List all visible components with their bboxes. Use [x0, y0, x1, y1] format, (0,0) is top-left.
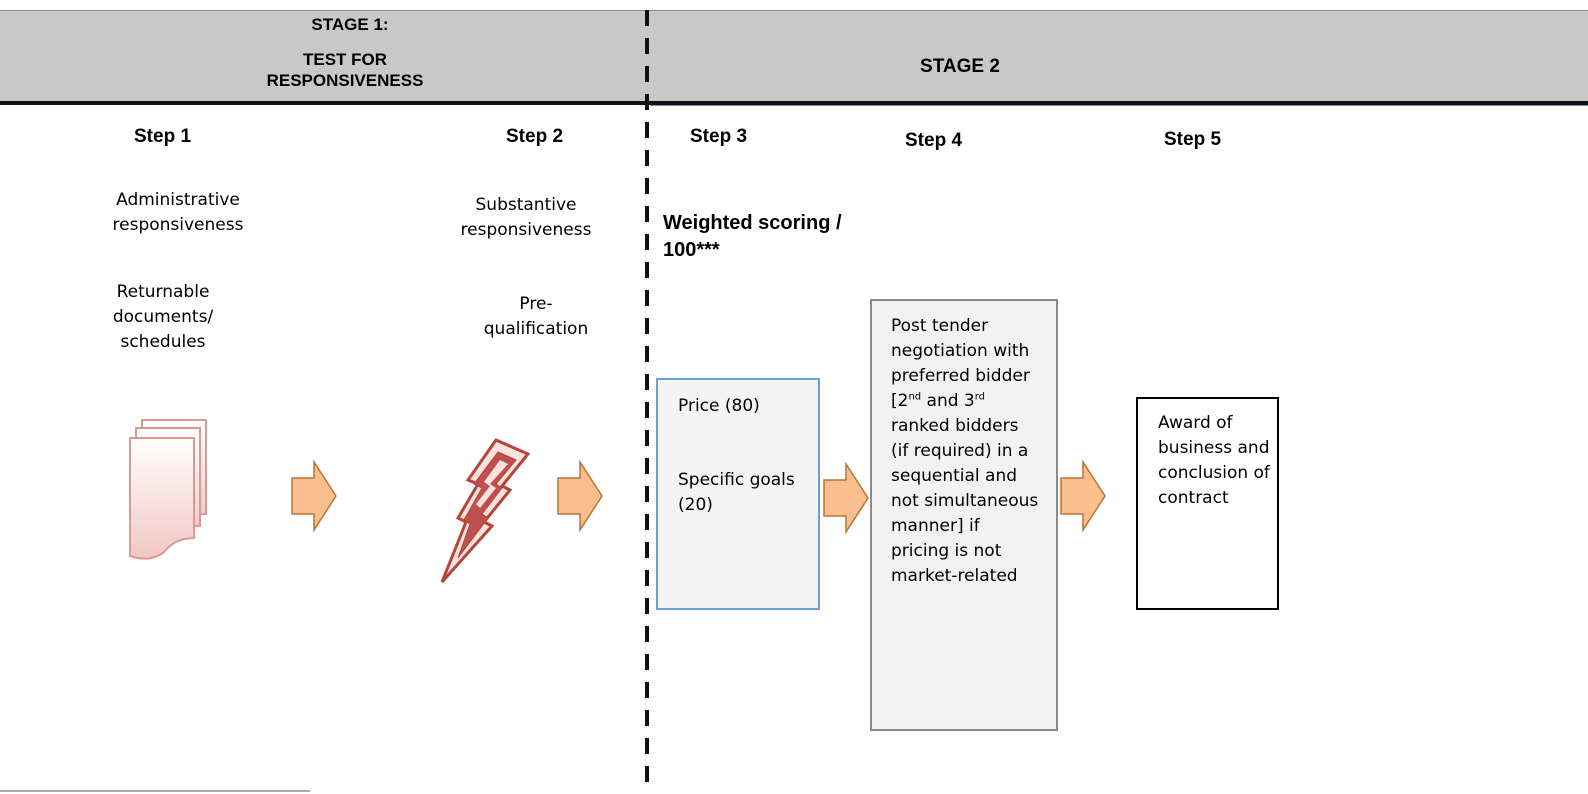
stage-divider — [645, 10, 649, 794]
step2-label: Step 2 — [506, 126, 564, 147]
step5-label: Step 5 — [1164, 129, 1222, 150]
post-tender-box — [870, 299, 1058, 731]
step1-label: Step 1 — [134, 126, 192, 147]
bottom-rule — [0, 790, 310, 792]
documents-icon — [129, 419, 207, 560]
superscript-nd: nd — [908, 391, 922, 403]
stage1-title: STAGE 1: TEST FOR RESPONSIVENESS — [250, 14, 440, 91]
arrow-right-icon — [823, 462, 869, 534]
post-tender-text-part3: ranked bidders (if required) in a sequen… — [891, 416, 1039, 586]
step2-prequal-text: Pre-qualification — [483, 294, 589, 339]
post-tender-text: Post tender negotiation with preferred b… — [891, 314, 1041, 589]
arrow-right-icon — [1060, 460, 1106, 532]
lightning-icon — [440, 438, 530, 583]
superscript-rd: rd — [974, 391, 986, 403]
award-box — [1136, 397, 1279, 610]
weighted-scoring-heading: Weighted scoring / 100*** — [663, 212, 842, 261]
arrow-right-icon — [291, 460, 337, 532]
step1-returnable-text: Returnable documents/ schedules — [112, 282, 214, 352]
step4-label: Step 4 — [905, 130, 963, 151]
step3-label: Step 3 — [690, 126, 748, 147]
post-tender-text-part2: and 3 — [921, 391, 975, 411]
stage2-title: STAGE 2 — [920, 56, 1000, 77]
step2-substantive-text: Substantive responsiveness — [460, 195, 592, 240]
arrow-right-icon — [557, 460, 603, 532]
stage1-line2: TEST FOR RESPONSIVENESS — [266, 50, 424, 90]
award-text: Award of business and conclusion of cont… — [1158, 413, 1270, 508]
header-band — [0, 10, 1588, 103]
price-goals-box — [656, 378, 820, 610]
header-blue-rule — [650, 105, 1588, 106]
price-text: Price (80) — [678, 396, 760, 416]
stage1-line1: STAGE 1: — [311, 15, 389, 34]
header-rule — [0, 101, 1588, 105]
specific-goals-text: Specific goals (20) — [678, 470, 795, 515]
post-tender-text-part1: Post tender negotiation with preferred b… — [891, 316, 1030, 411]
step1-admin-text: Administrative responsiveness — [112, 190, 244, 235]
